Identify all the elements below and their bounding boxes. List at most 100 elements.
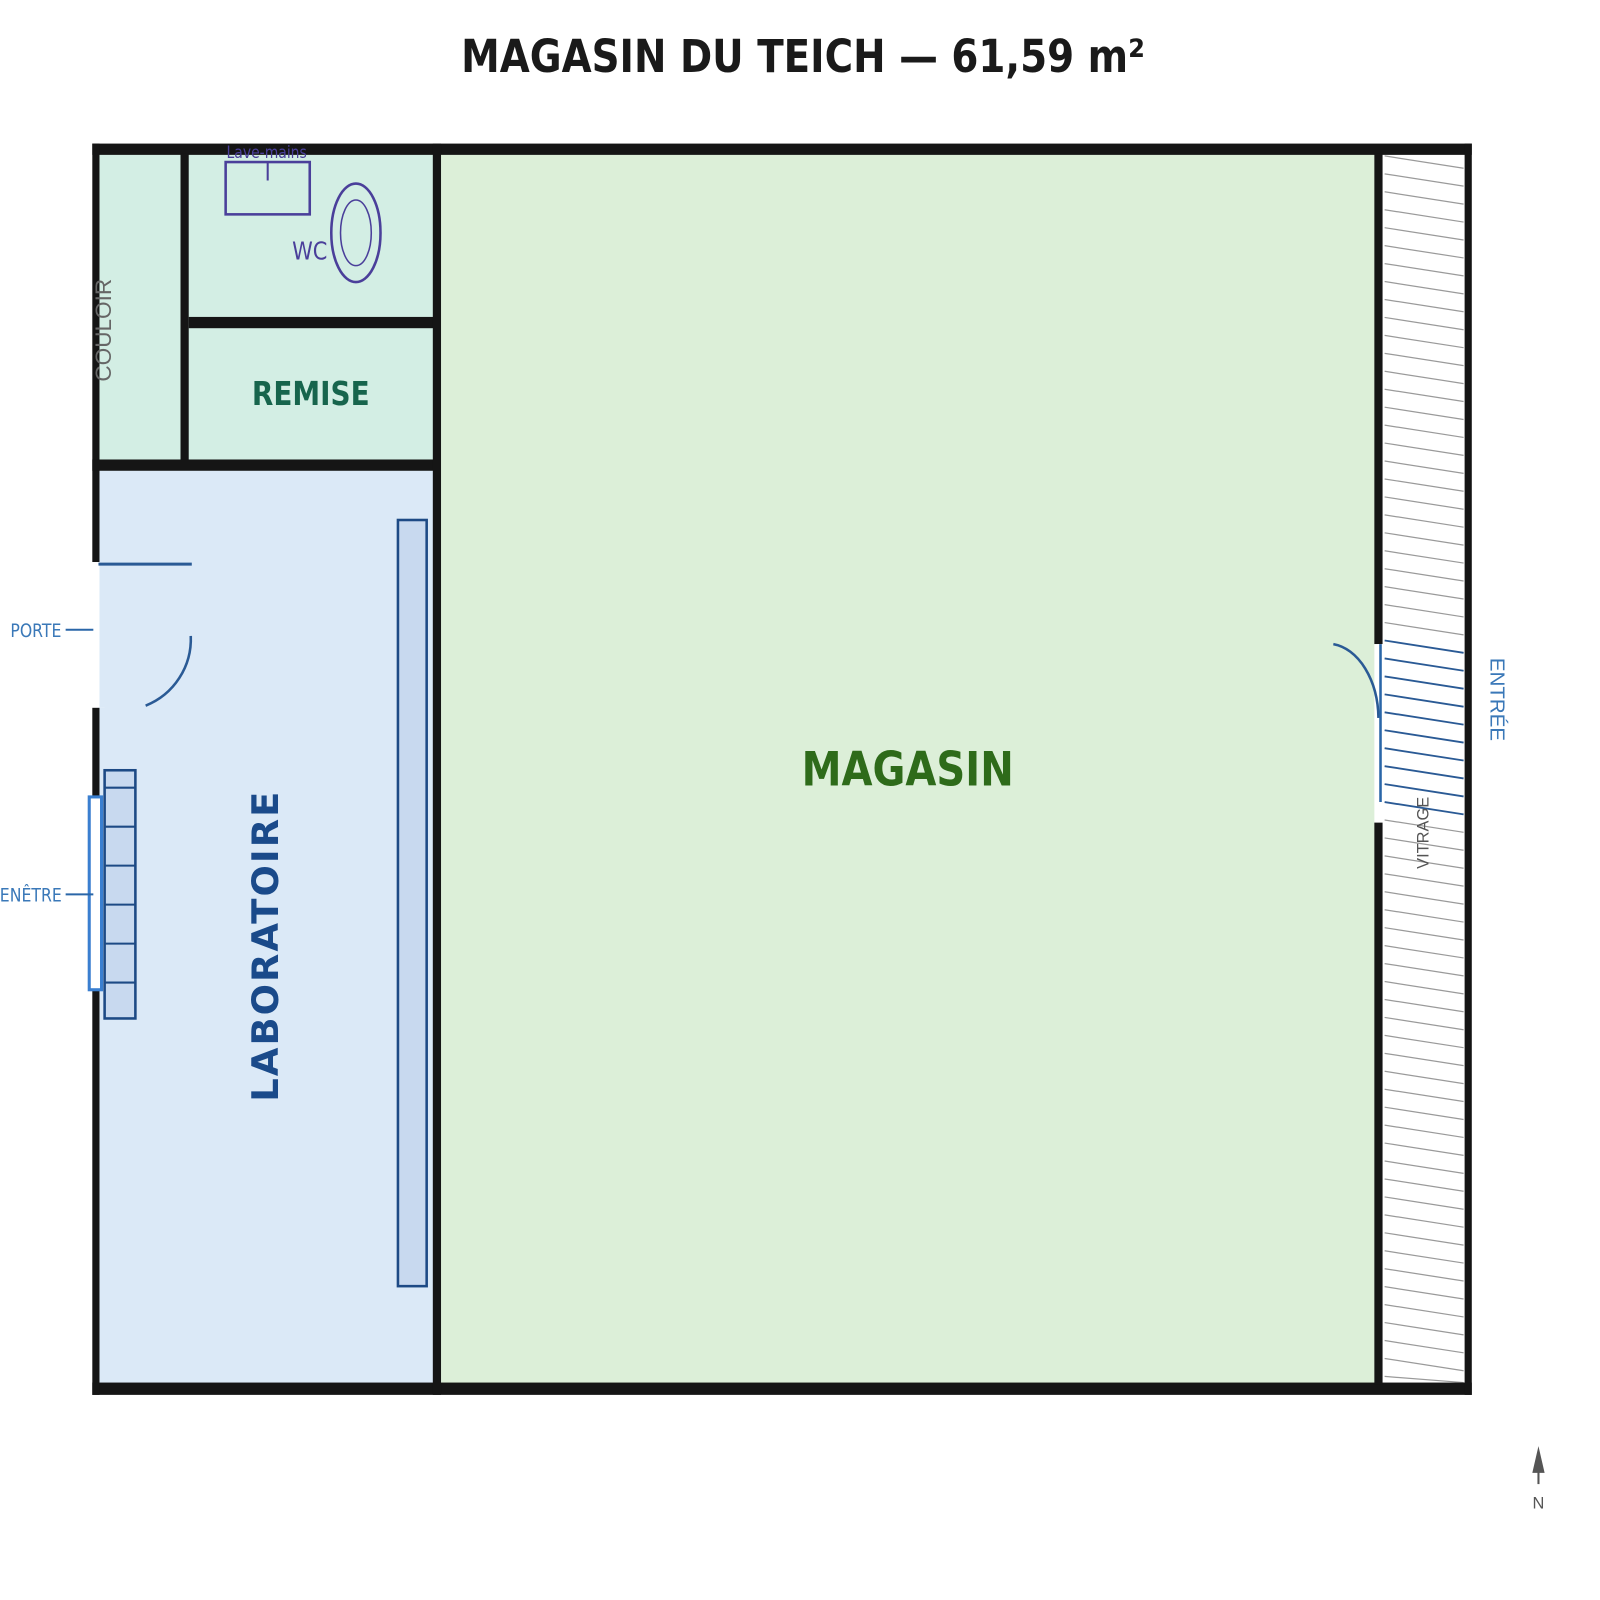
entrance-opening — [1374, 644, 1383, 823]
hatch-line — [1384, 1160, 1464, 1174]
shelf-body — [103, 768, 137, 1020]
hatch-line — [1384, 1375, 1464, 1384]
hatch-line — [1384, 1124, 1464, 1139]
vitrage-strip — [1382, 153, 1467, 1385]
hatch-line — [1384, 227, 1464, 241]
hatch-line — [1384, 1034, 1464, 1049]
entrance-door-swing — [1333, 642, 1380, 718]
north-arrow-icon — [1532, 1446, 1545, 1485]
hatch-line — [1384, 747, 1464, 762]
hatch-line — [1384, 460, 1464, 474]
plan-title: MAGASIN DU TEICH — 61,59 m² — [461, 30, 1145, 83]
hatch-line — [1384, 334, 1464, 349]
wall-lab-north — [92, 459, 439, 471]
hatch-line — [1384, 586, 1464, 600]
lab-workbench — [396, 518, 428, 1288]
hatch-line — [1384, 980, 1464, 995]
wall-west-lower — [92, 707, 100, 1395]
wall-east — [1464, 143, 1472, 1395]
hatch-line — [1384, 1304, 1464, 1318]
hatch-line — [1384, 657, 1464, 672]
hatch-line — [1384, 1250, 1464, 1264]
porte-label: PORTE — [10, 621, 61, 643]
room-laboratoire[interactable] — [97, 469, 436, 1385]
hatch-line — [1384, 1088, 1464, 1103]
hatch-line — [1384, 262, 1464, 277]
fenetre-label: ENÊTRE — [0, 883, 62, 907]
hatch-line — [1384, 927, 1464, 941]
hatch-line — [1384, 209, 1464, 223]
hatch-line — [1384, 855, 1464, 869]
lave-mains-label: Lave-mains — [227, 143, 307, 162]
hatch-line — [1384, 1357, 1464, 1372]
hatch-line — [1384, 1214, 1464, 1228]
wall-vitrage-upper — [1374, 153, 1383, 645]
hatch-line — [1384, 298, 1464, 313]
toilet-seat — [339, 199, 373, 267]
wall-south — [92, 1382, 1472, 1395]
wall-wc-remise — [188, 316, 437, 329]
hatch-line — [1384, 173, 1464, 187]
hatch-line — [1384, 424, 1464, 439]
hatch-line — [1384, 837, 1464, 851]
hatch-line — [1384, 1232, 1464, 1246]
hatch-line — [1384, 514, 1464, 528]
hatch-line — [1384, 873, 1464, 887]
hatch-line — [1384, 1070, 1464, 1085]
door-threshold — [99, 562, 106, 708]
hatch-line — [1384, 639, 1464, 654]
hatch-line — [1384, 783, 1464, 798]
wall-vitrage-lower — [1374, 822, 1383, 1385]
hatch-line — [1384, 442, 1464, 456]
laboratoire-label: LABORATOIRE — [244, 790, 287, 1102]
hatch-line — [1384, 1016, 1464, 1031]
hatch-line — [1384, 945, 1464, 959]
hatch-line — [1384, 1268, 1464, 1282]
hatch-line — [1384, 352, 1464, 367]
hatch-line — [1384, 729, 1464, 744]
hatch-line — [1384, 998, 1464, 1013]
hatch-line — [1384, 765, 1464, 780]
hatch-line — [1384, 962, 1464, 977]
hatch-line — [1384, 370, 1464, 385]
hatch-line — [1384, 191, 1464, 205]
hatch-line — [1384, 711, 1464, 726]
hatch-line — [1384, 819, 1464, 833]
couloir-label: COULOIR — [91, 279, 116, 382]
hatch-line — [1384, 1142, 1464, 1156]
lab-door-swing — [145, 635, 193, 707]
hatch-line — [1384, 1052, 1464, 1067]
hatch-line — [1384, 1321, 1464, 1336]
hatch-line — [1384, 496, 1464, 510]
lab-shelf — [103, 768, 137, 1020]
hatch-line — [1384, 1178, 1464, 1192]
toilet-icon — [329, 182, 382, 284]
north-label: N — [1533, 1495, 1545, 1513]
hatch-line — [1384, 532, 1464, 546]
hatch-line — [1384, 568, 1464, 582]
remise-label: REMISE — [252, 376, 370, 414]
vitrage-hatching — [1384, 155, 1464, 1384]
hatch-line — [1384, 693, 1464, 708]
hatch-line — [1384, 891, 1464, 905]
wall-north — [92, 143, 1472, 155]
hatch-line — [1384, 621, 1464, 636]
hatch-line — [1384, 280, 1464, 295]
hatch-line — [1384, 478, 1464, 492]
wall-lab-magasin — [432, 143, 442, 1395]
room-magasin[interactable] — [438, 153, 1377, 1385]
hatch-line — [1384, 675, 1464, 690]
walls — [92, 143, 1472, 1395]
hatch-line — [1384, 1196, 1464, 1210]
hatch-line — [1384, 909, 1464, 923]
hatch-line — [1384, 1286, 1464, 1300]
shelf-dividers — [104, 786, 136, 984]
entree-label: ENTRÉE — [1485, 658, 1508, 741]
vitrage-label: VITRAGE — [1415, 797, 1433, 869]
wall-west-upper — [92, 143, 100, 563]
hatch-line — [1384, 316, 1464, 331]
hatch-line — [1384, 388, 1464, 403]
wall-couloir — [180, 153, 189, 462]
hatch-line — [1384, 245, 1464, 259]
